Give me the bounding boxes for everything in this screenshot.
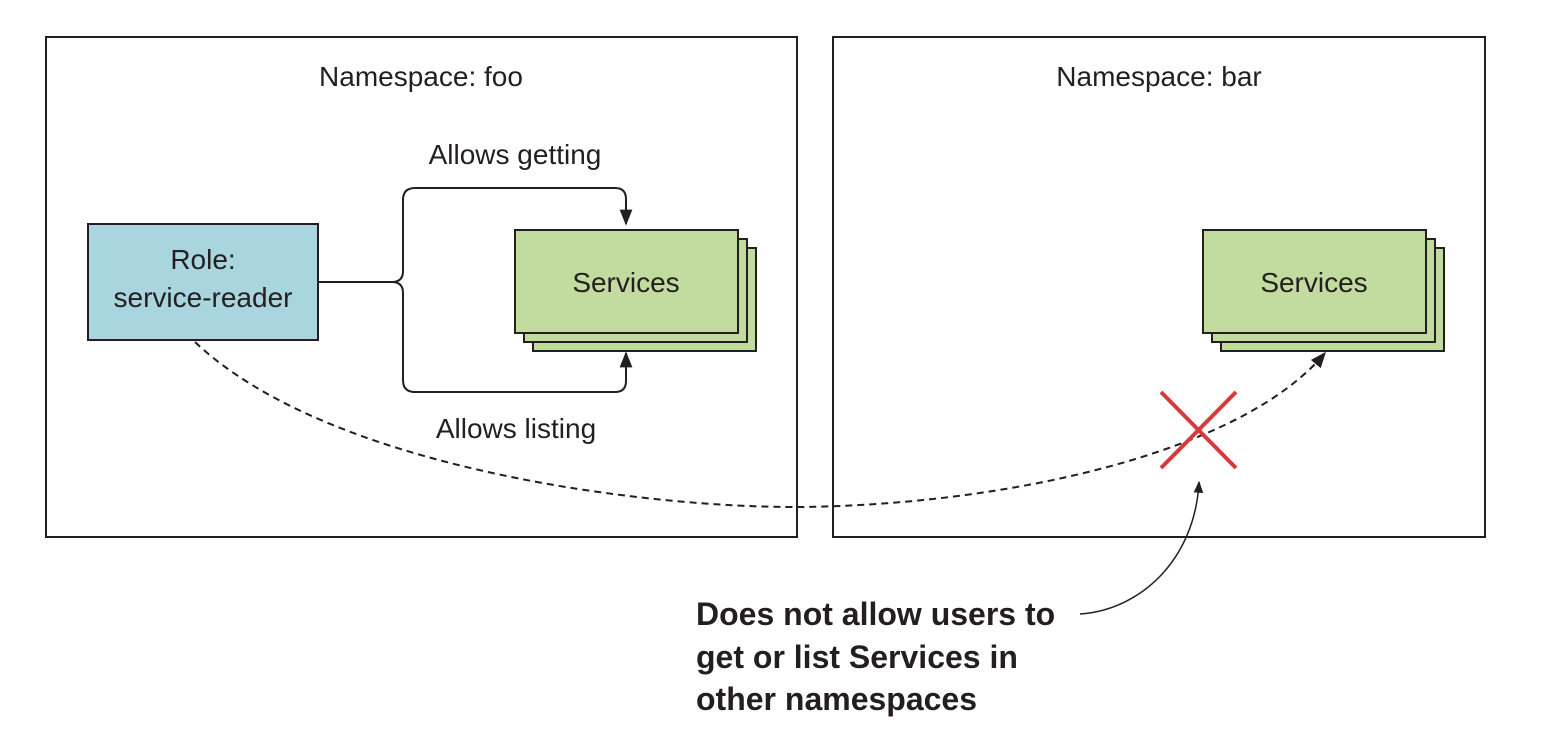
role-label-line2: service-reader [114, 282, 293, 313]
services-bar-label: Services [1260, 267, 1367, 298]
cross-mark-icon [1159, 390, 1238, 470]
role-to-services-connector [318, 187, 633, 393]
annotation-line-1: Does not allow users to [696, 596, 1055, 632]
namespace-foo-box: Namespace: foo [45, 36, 798, 538]
cross-namespace-dashed-arrow [194, 341, 1327, 509]
role-service-reader: Role: service-reader [87, 223, 319, 341]
annotation-note: Does not allow users to get or list Serv… [696, 596, 1055, 717]
services-foo-label: Services [572, 267, 679, 298]
services-stack-foo: Services [514, 229, 757, 352]
allows-listing-label: Allows listing [436, 413, 596, 444]
services-stack-bar: Services [1202, 229, 1445, 352]
namespace-bar-box: Namespace: bar [832, 36, 1486, 538]
allows-getting-label: Allows getting [429, 139, 602, 170]
annotation-callout-arrow [1079, 480, 1204, 615]
namespace-foo-label: Namespace: foo [319, 61, 523, 92]
role-label-line1: Role: [170, 244, 235, 275]
namespace-bar-label: Namespace: bar [1056, 61, 1261, 92]
annotation-line-3: other namespaces [696, 681, 977, 717]
annotation-line-2: get or list Services in [696, 639, 1018, 675]
